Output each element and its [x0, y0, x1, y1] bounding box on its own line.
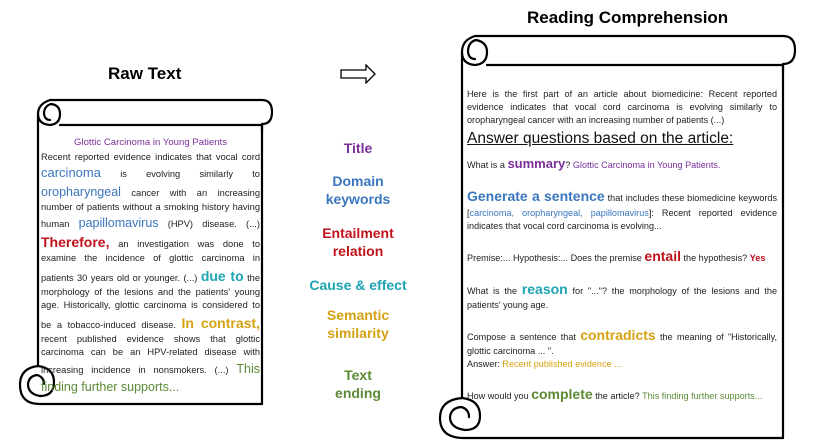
- raw-sentence-4: (HPV) disease.: [167, 219, 237, 230]
- q3-answer: Yes: [749, 252, 766, 263]
- q3-keyword: entail: [644, 247, 681, 264]
- raw-text-heading: Raw Text: [108, 64, 182, 83]
- label-domain-keywords: Domain keywords: [318, 172, 398, 208]
- q6-answer: This finding further supports...: [642, 391, 763, 402]
- label-semantic-line1: Semantic: [326, 307, 390, 323]
- rc-instruction: Answer questions based on the article:: [467, 130, 734, 148]
- q3-suffix: the hypothesis?: [683, 252, 748, 263]
- q4-keyword: reason: [521, 280, 568, 297]
- q4-prefix: What is the: [467, 285, 518, 296]
- raw-text-body: Glottic Carcinoma in Young Patients Rece…: [41, 136, 260, 396]
- reading-comprehension-body: Here is the first part of an article abo…: [467, 88, 777, 405]
- q5-answer: Recent published evidence ...: [502, 359, 622, 370]
- raw-sentence-3: cancer with an increasing number of pati…: [41, 187, 260, 230]
- raw-sentence-8: recent published evidence shows that glo…: [41, 333, 260, 375]
- label-entailment: Entailment relation: [310, 224, 406, 260]
- q6-suffix: the article?: [595, 391, 640, 402]
- raw-sentence-2: is evolving similarly to: [120, 169, 260, 180]
- keyword-in-contrast: In contrast,: [181, 314, 260, 331]
- q5-prefix: Compose a sentence that: [467, 332, 576, 343]
- q5-keyword: contradicts: [580, 327, 656, 344]
- q2-keyword: Generate a sentence: [467, 188, 605, 205]
- label-semantic-line2: similarity: [327, 325, 389, 342]
- keyword-oropharyngeal: oropharyngeal: [41, 184, 121, 199]
- raw-sentence-5: (...): [246, 219, 260, 230]
- q1-suffix: ?: [565, 159, 571, 170]
- q6-keyword: complete: [531, 386, 593, 403]
- rc-question-entail: Premise:... Hypothesis:... Does the prem…: [467, 246, 777, 266]
- label-entail-line1: Entailment: [322, 225, 394, 241]
- label-entail-line2: relation: [332, 243, 384, 260]
- rc-question-contradict: Compose a sentence that contradicts the …: [467, 325, 777, 371]
- label-text-ending: Text ending: [318, 366, 398, 402]
- raw-sentence-1: Recent reported evidence indicates that …: [41, 151, 260, 162]
- label-ending-line1: Text: [344, 367, 372, 383]
- label-semantic-similarity: Semantic similarity: [310, 306, 406, 342]
- rc-intro: Here is the first part of an article abo…: [467, 89, 777, 126]
- keyword-due-to: due to: [200, 267, 244, 284]
- q4-suffix: for "..."? the morphology of the lesions…: [467, 285, 778, 311]
- rc-question-complete: How would you complete the article? This…: [467, 384, 777, 404]
- label-ending-line2: ending: [335, 385, 381, 402]
- keyword-papillomavirus: papillomavirus: [78, 216, 159, 231]
- q2-suffix: that includes these biomedicine keywords…: [467, 193, 778, 218]
- q5-suffix: the meaning of "Historically, glottic ca…: [467, 332, 777, 357]
- q1-keyword: summary: [507, 155, 566, 171]
- rc-question-summary: What is a summary? Glottic Carcinoma in …: [467, 155, 777, 174]
- q2-keywords: carcinoma, oropharyngeal, papillomavirus: [469, 207, 649, 218]
- q5-answer-label: Answer:: [467, 359, 500, 370]
- q1-prefix: What is a: [467, 159, 505, 170]
- label-title: Title: [318, 139, 398, 157]
- raw-sentence-6: an investigation was done to examine the…: [41, 239, 260, 283]
- ending-text: This finding further supports...: [41, 361, 260, 394]
- q3-prefix: Premise:... Hypothesis:... Does the prem…: [467, 252, 642, 263]
- label-domain-line1: Domain: [332, 173, 384, 189]
- rc-question-reason: What is the reason for "..."? the morpho…: [467, 279, 777, 312]
- label-cause-effect: Cause & effect: [300, 276, 416, 294]
- label-domain-line2: keywords: [325, 191, 391, 208]
- keyword-carcinoma: carcinoma: [41, 165, 101, 181]
- rc-question-generate: Generate a sentence that includes these …: [467, 186, 777, 232]
- q1-answer: Glottic Carcinoma in Young Patients.: [572, 159, 721, 170]
- keyword-therefore: Therefore,: [41, 234, 110, 251]
- q2-answer: ]: Recent reported evidence indicates th…: [467, 207, 777, 231]
- raw-paragraph: Recent reported evidence indicates that …: [41, 151, 260, 396]
- label-cause-text: Cause & effect: [309, 277, 407, 293]
- label-title-text: Title: [343, 140, 373, 156]
- article-title: Glottic Carcinoma in Young Patients: [73, 137, 228, 148]
- raw-sentence-7: the morphology of the lesions and the pa…: [41, 272, 260, 330]
- reading-comprehension-heading: Reading Comprehension: [527, 8, 729, 27]
- q6-prefix: How would you: [467, 391, 529, 402]
- double-right-arrow-icon: [340, 64, 376, 84]
